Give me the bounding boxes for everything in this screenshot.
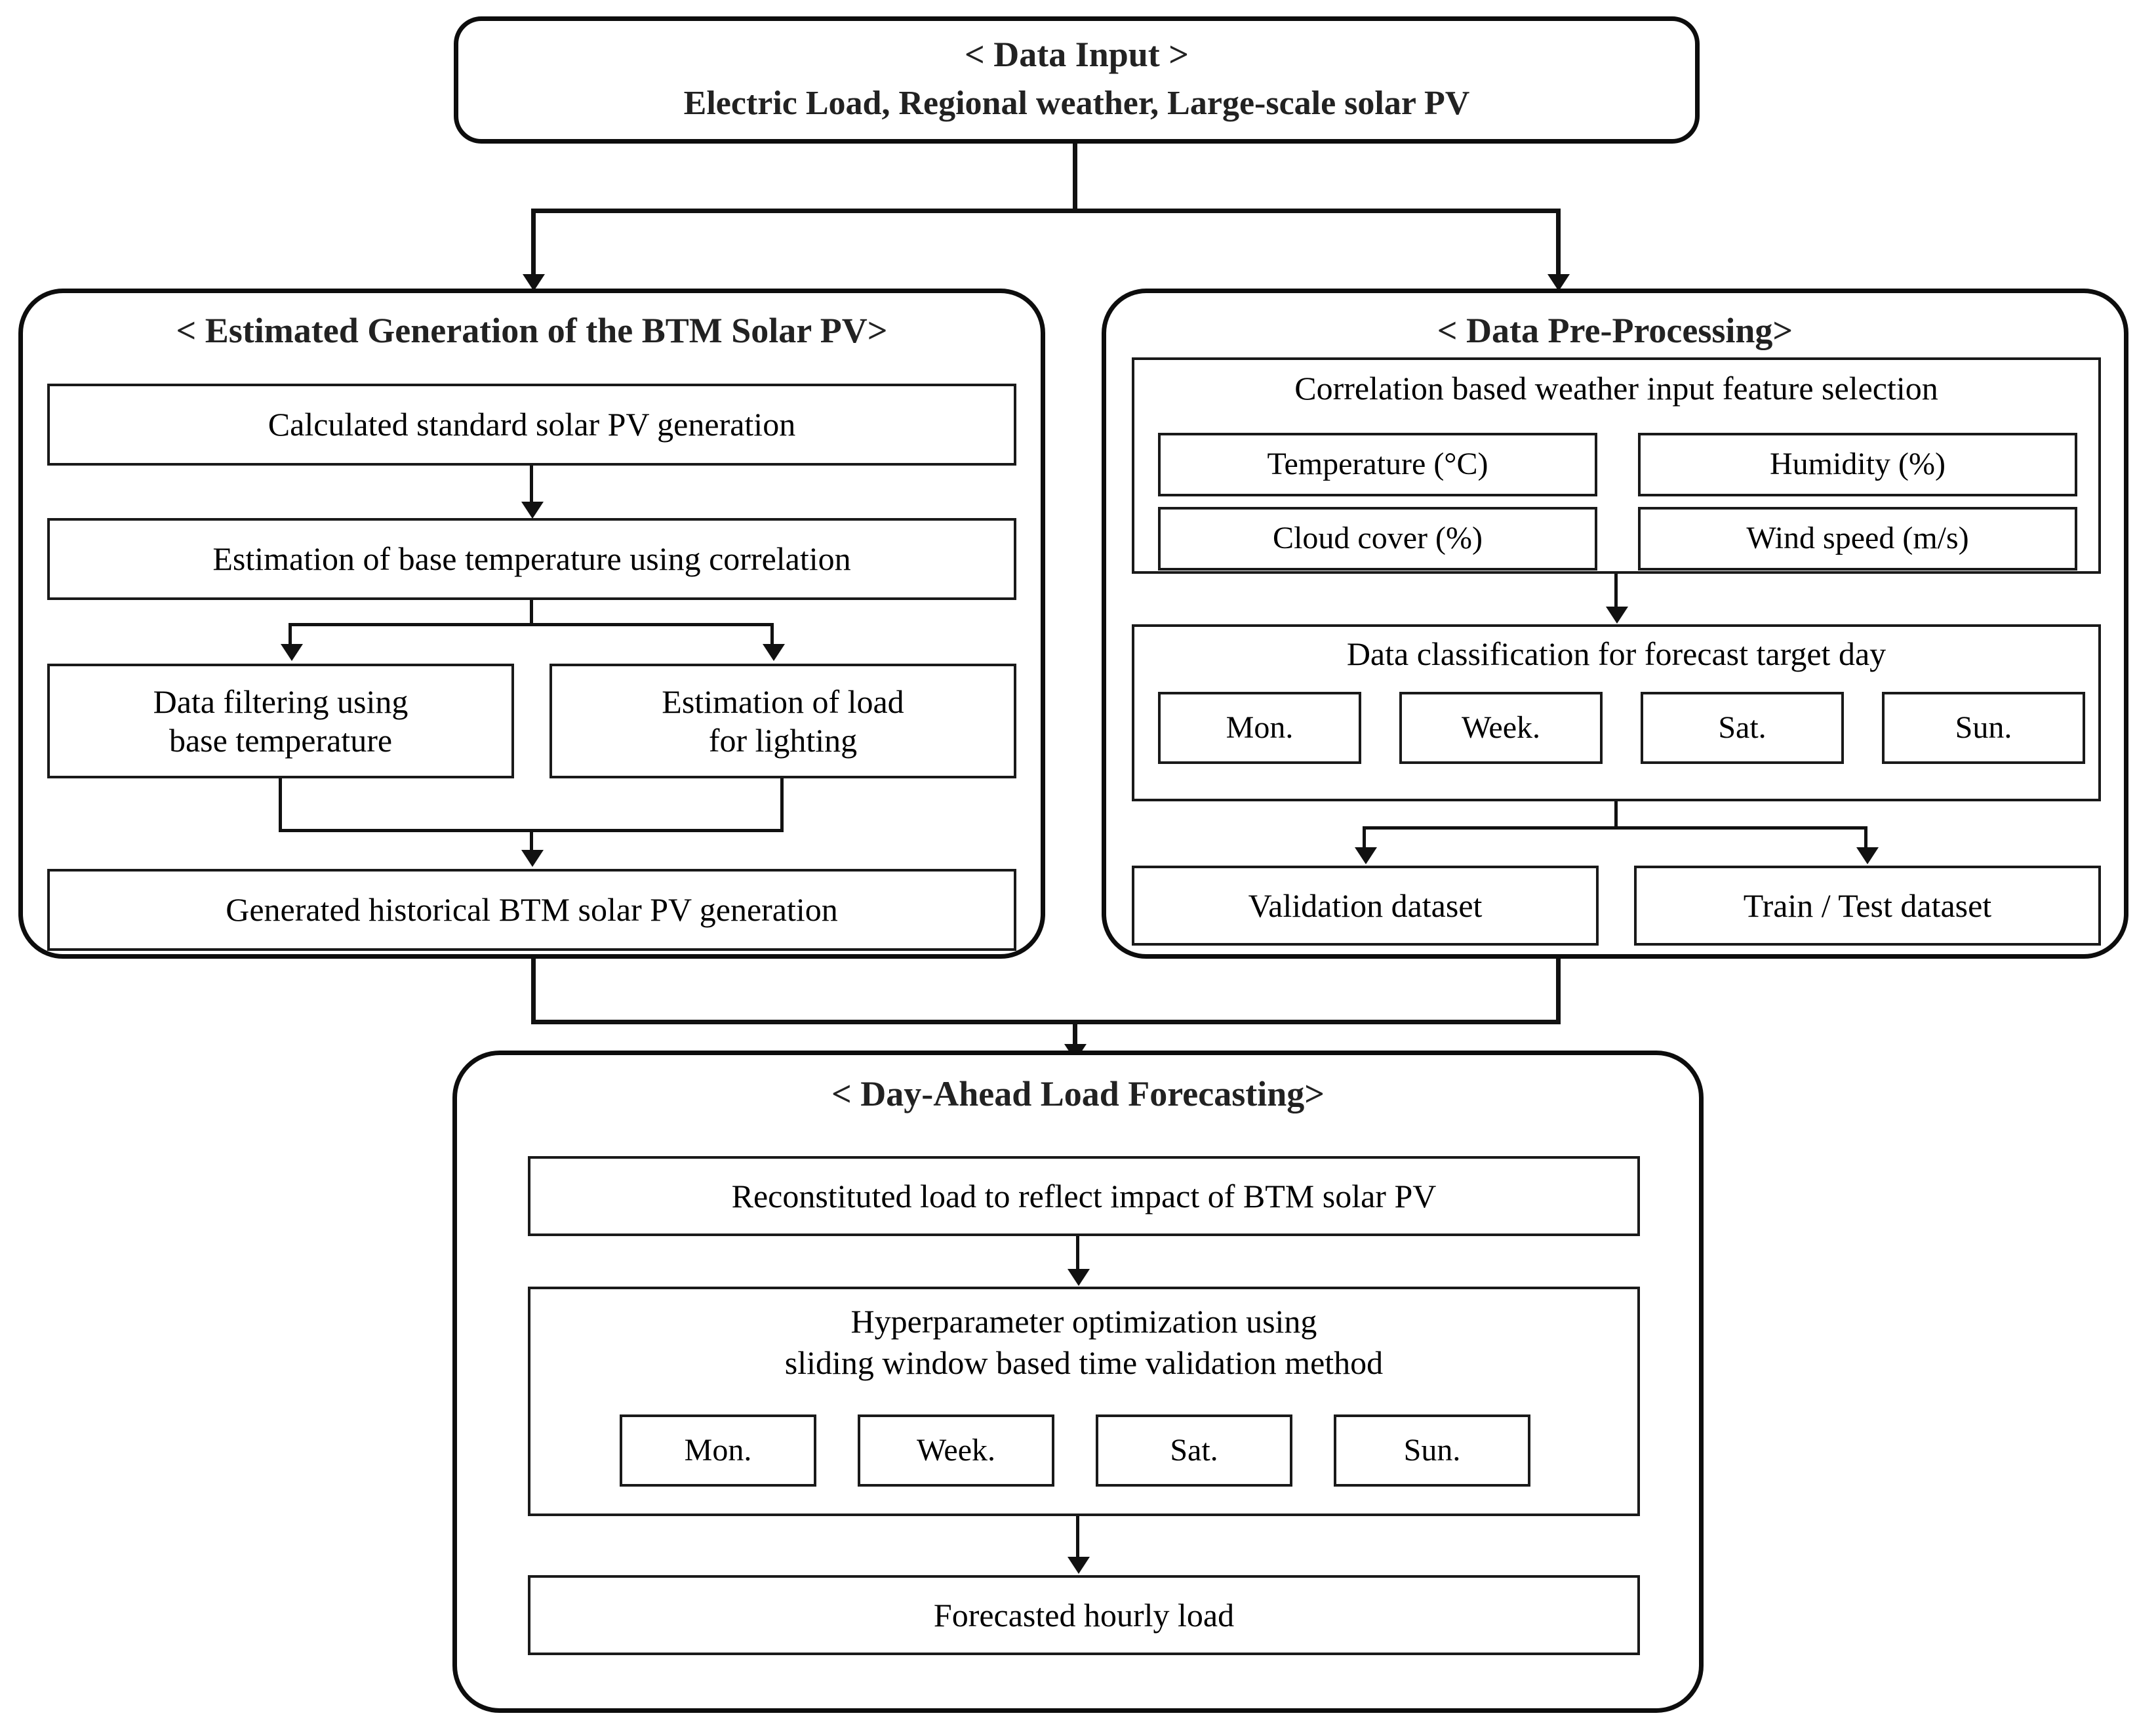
connector-split-bar <box>531 209 1561 213</box>
connector-split-left <box>531 209 536 277</box>
arrow-right-dataset-a <box>1355 847 1377 864</box>
left-step-2-label: Estimation of base temperature using cor… <box>212 540 851 577</box>
forecasted-hourly-load-box: Forecasted hourly load <box>528 1575 1640 1655</box>
estimated-generation-title: < Estimated Generation of the BTM Solar … <box>176 311 888 350</box>
classification-day-mon-label: Mon. <box>1226 710 1294 745</box>
connector-left-merge-stem <box>530 829 533 855</box>
optimization-day-week-label: Week. <box>916 1432 996 1468</box>
optimization-day-sun-label: Sun. <box>1403 1432 1461 1468</box>
feature-selection-heading: Correlation based weather input feature … <box>1294 370 1938 407</box>
feature-box-wind-speed: Wind speed (m/s) <box>1638 507 2077 571</box>
left-parallel-box-1: Data filtering using base temperature <box>47 664 514 778</box>
data-input-title: < Data Input > <box>964 35 1189 74</box>
reconstituted-load-label: Reconstituted load to reflect impact of … <box>731 1177 1437 1214</box>
connector-bottom-2 <box>1076 1516 1079 1563</box>
connector-right-split-a <box>1363 826 1366 852</box>
data-input-subtitle: Electric Load, Regional weather, Large-s… <box>683 85 1470 122</box>
arrow-left-1 <box>521 502 544 519</box>
connector-right-1 <box>1614 574 1618 613</box>
arrow-to-left-panel <box>523 274 545 291</box>
left-parallel-box-2-label: Estimation of load for lighting <box>662 683 904 759</box>
connector-input-stem <box>1073 144 1077 212</box>
arrow-bottom-1 <box>1068 1269 1090 1286</box>
left-step-2: Estimation of base temperature using cor… <box>47 518 1016 600</box>
optimization-day-week: Week. <box>858 1414 1054 1487</box>
data-preprocessing-title: < Data Pre-Processing> <box>1437 311 1793 350</box>
left-parallel-box-2: Estimation of load for lighting <box>549 664 1016 778</box>
train-test-dataset-label: Train / Test dataset <box>1743 887 1992 924</box>
feature-box-humidity: Humidity (%) <box>1638 433 2077 496</box>
connector-left-merge-a <box>279 778 282 832</box>
connector-left-2-stem <box>530 600 533 626</box>
connector-panels-merge-right <box>1556 959 1561 1024</box>
arrow-left-merge <box>521 850 544 867</box>
connector-left-split-bar <box>289 623 774 626</box>
optimization-day-mon-label: Mon. <box>684 1432 752 1468</box>
feature-box-humidity-label: Humidity (%) <box>1770 447 1946 482</box>
classification-day-week: Week. <box>1399 692 1603 764</box>
data-input-panel: < Data Input > Electric Load, Regional w… <box>454 16 1700 144</box>
connector-left-split-b <box>770 623 774 651</box>
optimization-day-sun: Sun. <box>1334 1414 1530 1487</box>
day-ahead-forecasting-title: < Day-Ahead Load Forecasting> <box>831 1074 1325 1113</box>
feature-box-temperature: Temperature (°C) <box>1158 433 1597 496</box>
arrow-left-parallel-a <box>281 644 303 661</box>
left-result-box: Generated historical BTM solar PV genera… <box>47 869 1016 951</box>
left-result-label: Generated historical BTM solar PV genera… <box>226 891 838 928</box>
forecasted-hourly-load-label: Forecasted hourly load <box>933 1596 1235 1634</box>
connector-panels-merge-left <box>531 959 536 1024</box>
connector-left-split-a <box>289 623 292 651</box>
left-step-1: Calculated standard solar PV generation <box>47 384 1016 466</box>
left-parallel-box-1-label: Data filtering using base temperature <box>153 683 409 759</box>
arrow-left-parallel-b <box>763 644 785 661</box>
optimization-day-mon: Mon. <box>620 1414 816 1487</box>
arrow-to-right-panel <box>1547 274 1570 291</box>
connector-left-merge-b <box>780 778 784 832</box>
feature-box-cloud-cover-label: Cloud cover (%) <box>1273 521 1483 556</box>
classification-day-sat: Sat. <box>1641 692 1844 764</box>
arrow-right-1 <box>1606 607 1628 624</box>
feature-box-wind-speed-label: Wind speed (m/s) <box>1746 521 1969 556</box>
optimization-heading: Hyperparameter optimization using slidin… <box>784 1303 1384 1381</box>
classification-day-sun: Sun. <box>1882 692 2085 764</box>
connector-right-split-b <box>1864 826 1867 852</box>
classification-day-sun-label: Sun. <box>1955 710 2012 745</box>
classification-heading: Data classification for forecast target … <box>1346 635 1886 672</box>
arrow-right-dataset-b <box>1856 847 1879 864</box>
connector-bottom-1 <box>1076 1236 1079 1275</box>
connector-right-split-stem <box>1614 801 1618 829</box>
validation-dataset-box: Validation dataset <box>1132 866 1599 946</box>
classification-day-mon: Mon. <box>1158 692 1361 764</box>
optimization-day-sat-label: Sat. <box>1170 1432 1218 1468</box>
arrow-bottom-2 <box>1068 1557 1090 1574</box>
connector-left-1 <box>530 466 533 508</box>
connector-panels-merge-bar <box>531 1020 1561 1024</box>
reconstituted-load-box: Reconstituted load to reflect impact of … <box>528 1156 1640 1236</box>
train-test-dataset-box: Train / Test dataset <box>1634 866 2101 946</box>
left-step-1-label: Calculated standard solar PV generation <box>268 406 796 443</box>
optimization-day-sat: Sat. <box>1096 1414 1292 1487</box>
connector-right-split-bar <box>1363 826 1867 830</box>
classification-day-sat-label: Sat. <box>1718 710 1767 745</box>
feature-box-cloud-cover: Cloud cover (%) <box>1158 507 1597 571</box>
connector-split-right <box>1556 209 1561 277</box>
connector-panels-merge-stem <box>1073 1020 1077 1051</box>
feature-box-temperature-label: Temperature (°C) <box>1267 447 1488 482</box>
classification-day-week-label: Week. <box>1461 710 1541 745</box>
validation-dataset-label: Validation dataset <box>1248 887 1483 924</box>
